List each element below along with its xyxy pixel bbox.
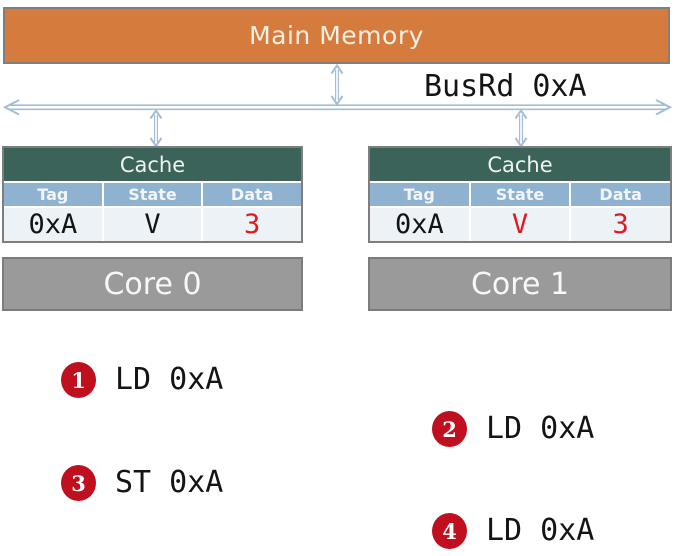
cache-table-core0: Cache Tag State Data 0xA V 3 bbox=[2, 146, 303, 243]
operation-1-label: LD 0xA bbox=[115, 362, 224, 397]
state-value: V bbox=[470, 208, 570, 241]
data-column-header: Data bbox=[571, 183, 671, 206]
state-column-header: State bbox=[103, 183, 202, 206]
data-column-header: Data bbox=[203, 183, 302, 206]
state-column-header: State bbox=[470, 183, 570, 206]
operation-1-number-badge: 1 bbox=[61, 362, 96, 398]
main-memory-box: Main Memory bbox=[3, 7, 670, 64]
tag-value: 0xA bbox=[4, 208, 102, 241]
operation-3-label: ST 0xA bbox=[115, 465, 224, 500]
core1-box: Core 1 bbox=[368, 257, 672, 311]
operation-3-number-badge: 3 bbox=[61, 465, 96, 501]
cache-column-headers: Tag State Data bbox=[370, 183, 671, 206]
right-cache-bus-double-arrow-icon bbox=[514, 108, 528, 148]
operation-4-number-badge: 4 bbox=[432, 513, 467, 549]
cache-column-headers: Tag State Data bbox=[4, 183, 302, 206]
main-memory-label: Main Memory bbox=[249, 21, 424, 50]
core1-label: Core 1 bbox=[470, 266, 570, 302]
core0-label: Core 0 bbox=[103, 266, 202, 302]
tag-value: 0xA bbox=[370, 208, 469, 241]
state-value: V bbox=[103, 208, 202, 241]
data-value: 3 bbox=[571, 208, 671, 241]
operation-3: 3 ST 0xA bbox=[61, 465, 223, 501]
memory-bus-double-arrow-icon bbox=[330, 63, 344, 106]
cache-table-core1: Cache Tag State Data 0xA V 3 bbox=[368, 146, 672, 243]
tag-column-header: Tag bbox=[370, 183, 469, 206]
tag-column-header: Tag bbox=[4, 183, 102, 206]
operation-4-label: LD 0xA bbox=[486, 513, 595, 548]
operation-2-label: LD 0xA bbox=[486, 411, 595, 446]
cache-entry-row: 0xA V 3 bbox=[370, 208, 671, 241]
data-value: 3 bbox=[203, 208, 302, 241]
cache-title: Cache bbox=[4, 148, 301, 181]
cache-title: Cache bbox=[370, 148, 670, 181]
bus-arrow-right-icon bbox=[655, 99, 673, 116]
core0-box: Core 0 bbox=[2, 257, 303, 311]
left-cache-bus-double-arrow-icon bbox=[149, 108, 163, 148]
cache-entry-row: 0xA V 3 bbox=[4, 208, 302, 241]
operation-4: 4 LD 0xA bbox=[432, 513, 594, 549]
operation-1: 1 LD 0xA bbox=[61, 362, 223, 398]
bus-transaction-label: BusRd 0xA bbox=[424, 69, 587, 104]
bus-arrow-left-icon bbox=[2, 99, 20, 116]
operation-2-number-badge: 2 bbox=[432, 411, 467, 447]
operation-2: 2 LD 0xA bbox=[432, 411, 594, 447]
